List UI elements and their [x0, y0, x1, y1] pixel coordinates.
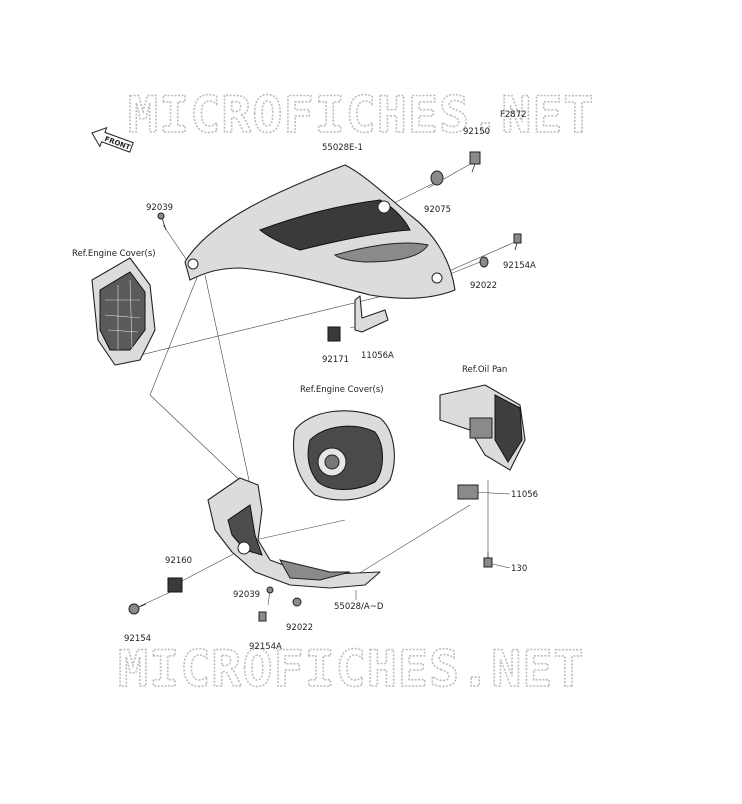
grommet-92160-icon: [167, 577, 183, 593]
watermark-bottom: MICROFICHES.NET: [118, 640, 585, 698]
bolt-92154a-bottom-icon: [258, 611, 267, 622]
ref-engine-cover-left: Ref.Engine Cover(s): [72, 249, 156, 259]
figure-code: F2872: [500, 110, 527, 120]
washer-92022-bottom-icon: [292, 597, 302, 607]
part-92154: 92154: [124, 634, 151, 644]
part-92171: 92171: [322, 355, 349, 365]
part-92075: 92075: [424, 205, 451, 215]
oil-pan: [439, 384, 526, 471]
watermark-top: MICROFICHES.NET: [128, 86, 595, 144]
part-55028ad: 55028/A~D: [334, 602, 384, 612]
part-92039-top: 92039: [146, 203, 173, 213]
ref-engine-cover-center: Ref.Engine Cover(s): [300, 385, 384, 395]
bracket-11056-icon: [457, 484, 479, 500]
bolt-92154a-top-icon: [513, 233, 522, 251]
ref-oil-pan: Ref.Oil Pan: [462, 365, 507, 375]
part-130: 130: [511, 564, 527, 574]
bolt-130-icon: [483, 552, 493, 568]
lower-cowl: [207, 477, 381, 589]
bolt-92154-icon: [128, 603, 147, 615]
washer-92022-top-icon: [479, 256, 489, 268]
bracket-11056a-icon: [354, 295, 389, 333]
bolt-92039-top-icon: [157, 212, 167, 231]
bolt-92039-bottom-icon: [266, 586, 274, 594]
part-92022-bottom: 92022: [286, 623, 313, 633]
part-92022-top: 92022: [470, 281, 497, 291]
upper-cowl: [184, 164, 456, 299]
part-11056a: 11056A: [361, 351, 394, 361]
part-11056: 11056: [511, 490, 538, 500]
bolt-92150-icon: [469, 151, 481, 173]
engine-cover-center: [292, 410, 395, 501]
part-92154a-bottom: 92154A: [249, 642, 282, 652]
part-55028e1: 55028E-1: [322, 143, 363, 153]
part-92150: 92150: [463, 127, 490, 137]
part-92039-bottom: 92039: [233, 590, 260, 600]
part-92160: 92160: [165, 556, 192, 566]
part-92154a-top: 92154A: [503, 261, 536, 271]
engine-cover-left: [91, 257, 156, 366]
clip-92171-icon: [327, 326, 341, 342]
grommet-92075-icon: [430, 170, 444, 186]
